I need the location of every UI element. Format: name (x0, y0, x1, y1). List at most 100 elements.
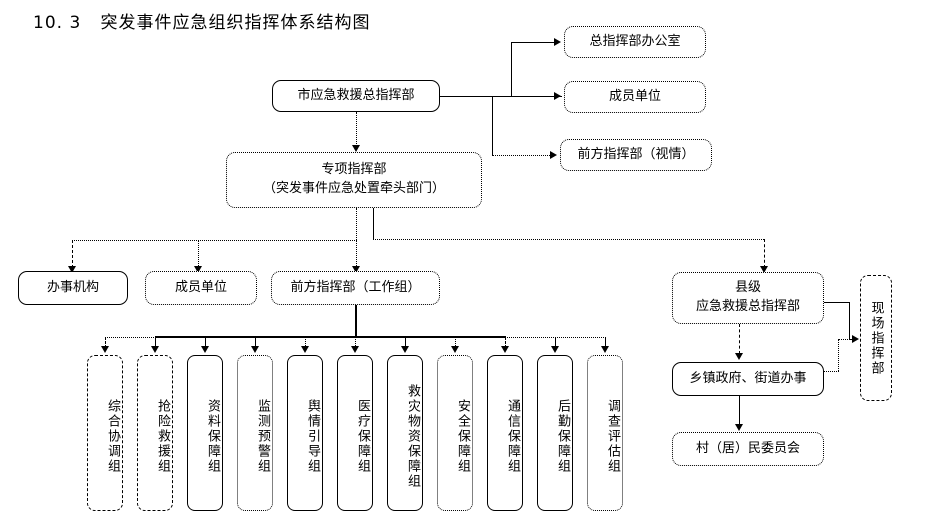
node-scene-hq[interactable]: 现场指挥部 (860, 275, 892, 401)
connector-township-to-scene-v (838, 339, 839, 371)
connector-group-drop (405, 337, 406, 348)
work-group-box[interactable]: 综合协调组 (87, 355, 123, 511)
work-group-label: 医疗保障组 (355, 398, 370, 474)
connector-cityhq-bus (440, 96, 562, 97)
work-group-box[interactable]: 调查评估组 (587, 355, 623, 511)
node-front-hq-work[interactable]: 前方指挥部（工作组） (271, 271, 440, 305)
node-front-hq-top[interactable]: 前方指挥部（视情） (560, 139, 712, 171)
arrow-group-drop (451, 346, 459, 353)
arrow-to-special-hq (352, 145, 360, 152)
connector-county-to-scene-h (824, 302, 850, 303)
connector-fronthq-to-groupbus (355, 305, 357, 338)
node-front-hq-top-label: 前方指挥部（视情） (577, 146, 695, 162)
arrow-to-member-units-top (554, 92, 561, 100)
connector-bus-to-front-hq-work (356, 240, 357, 268)
work-group-label: 舆情引导组 (305, 398, 320, 474)
work-group-label: 救灾物资保障组 (405, 383, 420, 489)
work-group-box[interactable]: 抢险救援组 (137, 355, 173, 511)
connector-to-county-branch (373, 239, 764, 240)
arrow-to-county-hq (760, 266, 768, 273)
arrow-group-drop (601, 346, 609, 353)
work-group-box[interactable]: 医疗保障组 (337, 355, 373, 511)
connector-township-to-village (739, 396, 740, 425)
work-group-box[interactable]: 后勤保障组 (537, 355, 573, 511)
work-group-box[interactable]: 监测预警组 (237, 355, 273, 511)
connector-group-drop (455, 337, 456, 348)
page-title: 10. 3 突发事件应急组织指挥体系结构图 (33, 13, 371, 33)
work-group-label: 资料保障组 (205, 398, 220, 474)
arrow-to-front-hq-top (550, 151, 557, 159)
connector-group-drop (505, 337, 506, 348)
node-village[interactable]: 村（居）民委员会 (672, 432, 824, 466)
work-group-box[interactable]: 救灾物资保障组 (387, 355, 423, 511)
work-group-label: 调查评估组 (605, 398, 620, 474)
work-group-box[interactable]: 资料保障组 (187, 355, 223, 511)
connector-specialhq-stem-left (356, 208, 357, 240)
connector-county-to-scene-v (849, 302, 850, 339)
node-township[interactable]: 乡镇政府、街道办事 (672, 362, 824, 396)
connector-bus-to-member-units (198, 240, 199, 268)
arrow-to-office-org (68, 266, 76, 273)
node-special-hq-line1: 专项指挥部 (321, 162, 387, 178)
node-village-label: 村（居）民委员会 (695, 440, 800, 456)
connector-group-drop (205, 337, 206, 348)
work-group-label: 综合协调组 (105, 398, 120, 474)
node-member-units-top-label: 成员单位 (608, 88, 661, 104)
work-group-box[interactable]: 舆情引导组 (287, 355, 323, 511)
connector-row3-bus (72, 240, 357, 241)
arrow-to-village (735, 424, 743, 431)
arrow-to-front-hq-work (352, 266, 360, 273)
connector-group-drop (605, 337, 606, 348)
node-scene-hq-label: 现场指挥部 (868, 300, 884, 376)
arrow-group-drop (551, 346, 559, 353)
connector-group-drop (105, 337, 106, 348)
arrow-group-drop (251, 346, 259, 353)
work-group-box[interactable]: 安全保障组 (437, 355, 473, 511)
node-hq-office-label: 总指挥部办公室 (589, 33, 681, 49)
node-office-org[interactable]: 办事机构 (18, 271, 128, 305)
arrow-to-member-units (194, 266, 202, 273)
work-group-label: 通信保障组 (505, 398, 520, 474)
connector-township-to-scene-h (824, 371, 839, 372)
node-city-hq-label: 市应急救援总指挥部 (297, 87, 415, 103)
node-city-hq[interactable]: 市应急救援总指挥部 (272, 80, 440, 112)
arrow-group-drop (401, 346, 409, 353)
work-group-box[interactable]: 通信保障组 (487, 355, 523, 511)
connector-township-scene-top (838, 339, 852, 340)
connector-specialhq-stem-right (373, 208, 374, 239)
arrow-group-drop (301, 346, 309, 353)
connector-county-down (764, 239, 765, 268)
work-group-label: 安全保障组 (455, 398, 470, 474)
work-group-label: 监测预警组 (255, 398, 270, 474)
connector-bus-to-office-org (72, 240, 73, 268)
connector-cityhq-to-specialhq (356, 112, 357, 146)
node-county-hq-line2: 应急救援总指挥部 (695, 299, 800, 314)
node-special-hq[interactable]: 专项指挥部 （突发事件应急处置牵头部门） (226, 152, 482, 208)
node-office-org-label: 办事机构 (46, 279, 99, 295)
arrow-to-scene-hq (852, 335, 859, 343)
node-hq-office[interactable]: 总指挥部办公室 (564, 26, 706, 58)
connector-group-drop (355, 337, 356, 348)
node-county-hq-line1: 县级 (734, 280, 761, 296)
node-member-units[interactable]: 成员单位 (145, 271, 257, 305)
arrow-group-drop (351, 346, 359, 353)
connector-to-front-hq-top (492, 155, 550, 156)
connector-county-to-township (739, 324, 740, 354)
arrow-to-hq-office (554, 38, 561, 46)
connector-to-hq-office (511, 42, 554, 43)
connector-bus-up-to-office (511, 42, 512, 96)
connector-group-bus-bold (155, 336, 506, 338)
work-group-label: 抢险救援组 (155, 398, 170, 474)
connector-group-drop (255, 337, 256, 348)
arrow-group-drop (151, 346, 159, 353)
node-front-hq-work-label: 前方指挥部（工作组） (290, 279, 421, 295)
arrow-group-drop (101, 346, 109, 353)
node-special-hq-line2: （突发事件应急处置牵头部门） (262, 181, 445, 196)
node-member-units-label: 成员单位 (174, 279, 227, 295)
arrow-group-drop (501, 346, 509, 353)
node-member-units-top[interactable]: 成员单位 (564, 81, 706, 113)
arrow-to-township (735, 353, 743, 360)
connector-group-drop (155, 337, 156, 348)
node-county-hq[interactable]: 县级 应急救援总指挥部 (672, 272, 824, 324)
